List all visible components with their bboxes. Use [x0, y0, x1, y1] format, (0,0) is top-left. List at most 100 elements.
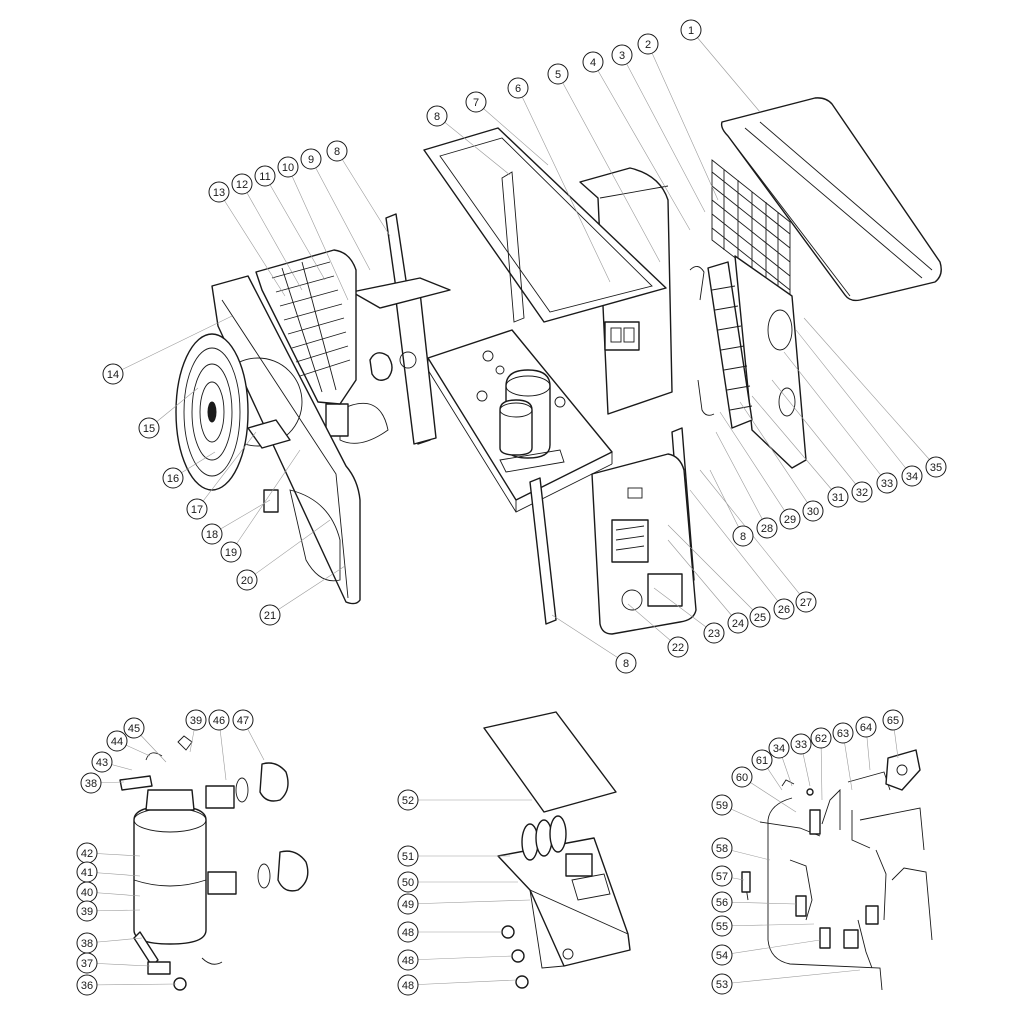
callout-circle — [876, 472, 898, 494]
callout-56: 56 — [711, 891, 797, 913]
callout-leader-line — [517, 87, 611, 283]
callout-32: 32 — [771, 379, 873, 503]
callout-circle — [582, 51, 604, 73]
callout-leader-line — [230, 449, 301, 553]
callout-circle — [397, 949, 419, 971]
callout-number: 39 — [190, 715, 202, 727]
callout-61: 61 — [751, 749, 783, 791]
callout-circle — [208, 181, 230, 203]
callout-circle — [810, 727, 832, 749]
callout-4: 4 — [582, 51, 691, 231]
callout-number: 48 — [402, 927, 414, 939]
callout-leader-line — [739, 401, 814, 512]
callout-8: 8 — [326, 140, 391, 237]
callout-number: 55 — [716, 921, 728, 933]
callout-circle — [326, 140, 348, 162]
callout-28: 28 — [715, 431, 778, 539]
callout-circle — [91, 751, 113, 773]
callout-48: 48 — [397, 974, 517, 996]
callout-leader-line — [407, 955, 513, 961]
callout-circle — [779, 508, 801, 530]
callout-number: 58 — [716, 843, 728, 855]
callout-circle — [711, 915, 733, 937]
callout-number: 24 — [732, 618, 744, 630]
callout-leader-line — [709, 469, 744, 537]
callout-leader-line — [211, 499, 271, 535]
callout-48: 48 — [397, 949, 513, 971]
callout-circle — [680, 19, 702, 41]
callout-1: 1 — [680, 19, 761, 113]
callout-leader-line — [269, 565, 346, 616]
callout-leader-line — [148, 387, 199, 429]
callout-circle — [711, 944, 733, 966]
callout-27: 27 — [699, 469, 817, 613]
callout-19: 19 — [220, 449, 301, 563]
callout-11: 11 — [254, 165, 326, 281]
callout-number: 44 — [111, 736, 123, 748]
callout-18: 18 — [201, 499, 271, 545]
callout-number: 35 — [930, 462, 942, 474]
callout-circle — [123, 717, 145, 739]
callout-number: 48 — [402, 955, 414, 967]
callout-leader-line — [667, 539, 739, 624]
callout-20: 20 — [236, 519, 331, 591]
callout-34: 34 — [768, 737, 793, 787]
callout-number: 46 — [213, 715, 225, 727]
callout-leader-line — [621, 54, 706, 213]
callout-29: 29 — [719, 411, 801, 530]
callout-circle — [827, 486, 849, 508]
callout-circle — [138, 417, 160, 439]
callout-leader-line — [86, 962, 151, 967]
callout-63: 63 — [832, 722, 854, 791]
callout-circle — [208, 709, 230, 731]
callout-circle — [703, 622, 725, 644]
callout-circle — [615, 652, 637, 674]
callout-40: 40 — [76, 881, 141, 903]
callout-3: 3 — [611, 44, 706, 213]
callout-number: 57 — [716, 871, 728, 883]
callout-circle — [882, 709, 904, 731]
compressor — [499, 369, 565, 473]
callout-circle — [106, 730, 128, 752]
callout-circle — [547, 63, 569, 85]
callout-number: 13 — [213, 187, 225, 199]
callout-number: 4 — [590, 57, 596, 69]
callout-number: 40 — [81, 887, 93, 899]
callout-43: 43 — [91, 751, 133, 773]
callout-leader-line — [721, 969, 861, 985]
fan-motor-assembly — [325, 277, 451, 444]
callout-circle — [756, 517, 778, 539]
control-panel — [591, 453, 697, 635]
callout-leader-line — [803, 317, 937, 468]
callout-number: 50 — [402, 877, 414, 889]
refrigerant-piping — [741, 749, 933, 991]
callout-number: 39 — [81, 906, 93, 918]
callout-22: 22 — [627, 603, 689, 658]
callout-circle — [259, 604, 281, 626]
callout-59: 59 — [711, 794, 761, 823]
callout-leader-line — [557, 73, 661, 263]
callout-number: 65 — [887, 715, 899, 727]
callout-circle — [711, 837, 733, 859]
callout-13: 13 — [208, 181, 286, 297]
callout-circle — [185, 709, 207, 731]
callout-leader-line — [690, 29, 761, 113]
callout-number: 15 — [143, 423, 155, 435]
callout-number: 33 — [881, 478, 893, 490]
callout-23: 23 — [653, 587, 725, 644]
callout-circle — [162, 467, 184, 489]
callout-number: 42 — [81, 848, 93, 860]
callout-37: 37 — [76, 952, 151, 974]
callout-circle — [851, 481, 873, 503]
callout-41: 41 — [76, 861, 141, 883]
callout-number: 17 — [191, 504, 203, 516]
callout-circle — [711, 865, 733, 887]
callout-circle — [711, 794, 733, 816]
callout-number: 28 — [761, 523, 773, 535]
callout-number: 62 — [815, 733, 827, 745]
callout-leader-line — [551, 614, 627, 664]
callout-38: 38 — [76, 932, 143, 954]
callout-number: 30 — [807, 506, 819, 518]
callout-leader-line — [667, 524, 761, 618]
callout-leader-line — [771, 379, 863, 493]
